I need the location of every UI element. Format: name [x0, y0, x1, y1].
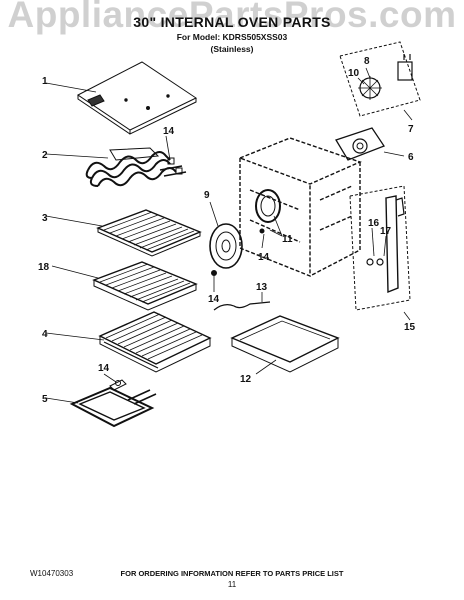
callout-18: 18 — [38, 262, 50, 273]
callout-14a: 14 — [163, 126, 175, 137]
part-temp-sensor — [213, 292, 271, 311]
callout-13: 13 — [256, 282, 268, 293]
callout-labels: 1 2 3 18 4 5 14 14 14 14 9 11 13 12 8 10… — [38, 56, 416, 405]
callout-12: 12 — [240, 374, 252, 385]
callout-14b: 14 — [98, 363, 110, 374]
part-broil-element — [45, 135, 187, 187]
callout-10: 10 — [348, 68, 360, 79]
callout-2: 2 — [42, 150, 48, 161]
callout-3: 3 — [42, 213, 48, 224]
part-convection-ring — [255, 189, 283, 237]
part-oven-rack-2 — [51, 261, 198, 311]
callout-14c: 14 — [208, 294, 220, 305]
part-rollout-rack — [45, 311, 212, 373]
part-top-panel — [45, 61, 198, 135]
callout-16: 16 — [368, 218, 380, 229]
callout-4: 4 — [42, 329, 48, 340]
callout-5: 5 — [42, 394, 48, 405]
part-latch-assembly — [349, 185, 411, 321]
part-fan-motor-assembly — [339, 41, 421, 117]
callout-8: 8 — [364, 56, 370, 67]
callout-7: 7 — [408, 124, 414, 135]
callout-6: 6 — [408, 152, 414, 163]
part-oven-rack — [45, 209, 202, 257]
watermark: AppliancePartsPros.com — [7, 0, 457, 35]
model-line: For Model: KDRS505XSS03 — [176, 32, 288, 42]
callout-9: 9 — [204, 190, 210, 201]
oven-cavity — [238, 137, 362, 278]
page-number: 11 — [227, 580, 237, 589]
doc-number: W10470303 — [30, 569, 74, 578]
callout-11: 11 — [282, 234, 293, 245]
finish-line: (Stainless) — [210, 44, 254, 54]
part-bottom-tray — [230, 315, 340, 375]
callout-17: 17 — [380, 226, 392, 237]
part-fan-cover — [209, 201, 243, 292]
callout-14d: 14 — [258, 252, 270, 263]
part-bake-element — [45, 373, 157, 428]
page-title: 30" INTERNAL OVEN PARTS — [133, 14, 331, 30]
part-fan-bracket — [335, 127, 405, 161]
ordering-note: FOR ORDERING INFORMATION REFER TO PARTS … — [120, 569, 344, 578]
callout-15: 15 — [404, 322, 416, 333]
callout-1: 1 — [42, 76, 48, 87]
part-fan-motor — [357, 54, 413, 121]
